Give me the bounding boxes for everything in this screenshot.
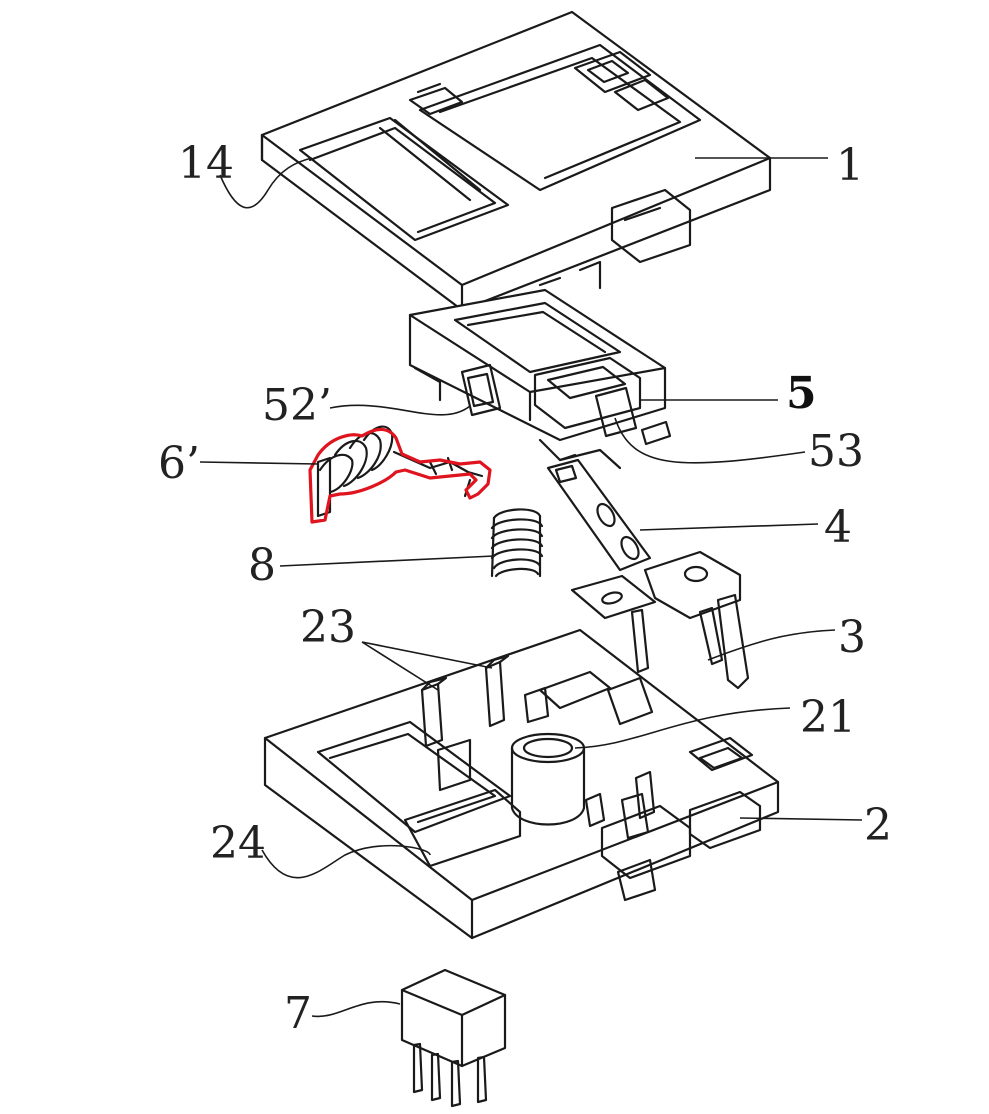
label-7: 7: [284, 988, 312, 1039]
leader-6p: [199, 461, 319, 465]
label-4: 4: [824, 502, 852, 553]
part-6-prime-torsion-spring: [308, 425, 492, 524]
leader-7: [311, 1000, 401, 1018]
spring-highlight-outline: [308, 427, 492, 524]
leader-14: [219, 157, 313, 209]
label-14: 14: [178, 138, 234, 189]
label-24: 24: [210, 818, 266, 869]
leader-53: [614, 417, 806, 464]
label-8: 8: [248, 540, 276, 591]
leader-8: [279, 555, 495, 567]
leader-24: [261, 844, 431, 879]
part-4-lever: [546, 448, 652, 572]
part-3-terminals: [570, 550, 750, 690]
part-2-base: [263, 628, 780, 940]
leader-2: [739, 817, 863, 821]
label-3: 3: [838, 612, 866, 663]
part-labels: 14 1 5 52’ 53 6’ 4 8 3 23 21 2 24 7: [158, 138, 892, 1039]
leader-3: [707, 629, 836, 661]
label-23: 23: [300, 602, 356, 653]
leader-23: [361, 641, 493, 691]
leader-lines: [199, 157, 863, 1018]
label-1: 1: [836, 140, 864, 191]
label-52-prime: 52’: [262, 380, 332, 431]
part-5-frame: [408, 288, 672, 462]
label-21: 21: [800, 692, 856, 743]
part-8-compression-spring: [490, 508, 544, 578]
leader-52p: [329, 404, 471, 416]
label-53: 53: [808, 426, 864, 477]
leader-4: [639, 523, 819, 531]
label-6-prime: 6’: [158, 438, 200, 489]
label-5: 5: [786, 368, 817, 419]
part-7-component: [400, 968, 507, 1108]
label-2: 2: [864, 800, 892, 851]
part-1-top-cover: [260, 10, 772, 312]
leader-21: [574, 707, 791, 749]
